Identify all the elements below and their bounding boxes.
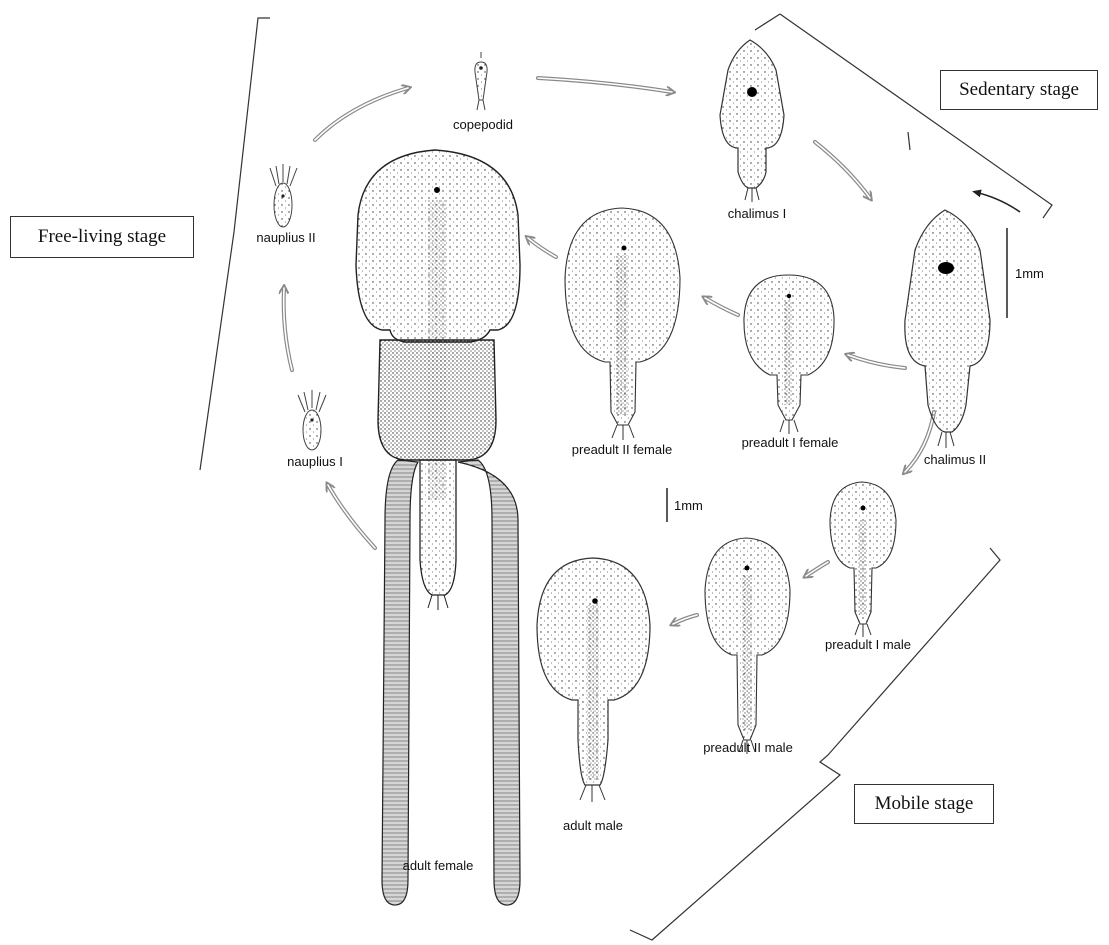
chalimus-1-label: chalimus I bbox=[728, 206, 787, 221]
preadult-1-female-figure bbox=[744, 275, 834, 434]
sedentary-bracket bbox=[780, 14, 1052, 218]
return-arrow bbox=[975, 192, 1020, 212]
nauplius-1-figure bbox=[298, 390, 326, 450]
preadult-1-male-label: preadult I male bbox=[825, 637, 911, 652]
nauplius-2-figure bbox=[270, 164, 297, 227]
preadult-2-female-label: preadult II female bbox=[572, 442, 672, 457]
copepodid-label: copepodid bbox=[453, 117, 513, 132]
preadult-2-male-figure bbox=[705, 538, 790, 754]
preadult-1-male-figure bbox=[830, 482, 896, 637]
free-living-stage-box: Free-living stage bbox=[10, 216, 194, 258]
sedentary-stage-label: Sedentary stage bbox=[959, 79, 1079, 101]
adult-female-figure bbox=[356, 150, 520, 905]
chalimus-2-label: chalimus II bbox=[924, 452, 986, 467]
arrow-nauplius2-to-copepodid bbox=[315, 88, 408, 140]
preadult-2-male-label: preadult II male bbox=[703, 740, 793, 755]
chalimus-2-figure bbox=[905, 210, 990, 448]
nauplius-1-label: nauplius I bbox=[287, 454, 343, 469]
scale-label-lower: 1mm bbox=[674, 498, 703, 513]
arrow-adult-to-nauplius1 bbox=[328, 485, 375, 548]
preadult-2-female-figure bbox=[565, 208, 680, 440]
mobile-stage-box: Mobile stage bbox=[854, 784, 994, 824]
adult-male-label: adult male bbox=[563, 818, 623, 833]
arrow-chalimus2-to-preadult1f bbox=[848, 355, 905, 368]
chalimus-1-figure bbox=[720, 40, 784, 202]
mobile-bracket bbox=[630, 548, 1000, 940]
preadult-1-female-label: preadult I female bbox=[742, 435, 839, 450]
scale-label-upper: 1mm bbox=[1015, 266, 1044, 281]
arrow-chalimus1-to-chalimus2 bbox=[815, 142, 870, 198]
arrow-copepodid-to-chalimus1 bbox=[538, 78, 672, 92]
nauplius-2-label: nauplius II bbox=[256, 230, 315, 245]
free-living-stage-label: Free-living stage bbox=[38, 226, 166, 248]
sedentary-stage-box: Sedentary stage bbox=[940, 70, 1098, 110]
sedentary-bracket-top bbox=[755, 14, 780, 30]
adult-female-label: adult female bbox=[403, 858, 474, 873]
copepodid-figure bbox=[475, 52, 487, 110]
adult-male-figure bbox=[537, 558, 650, 802]
mobile-stage-label: Mobile stage bbox=[875, 793, 974, 815]
